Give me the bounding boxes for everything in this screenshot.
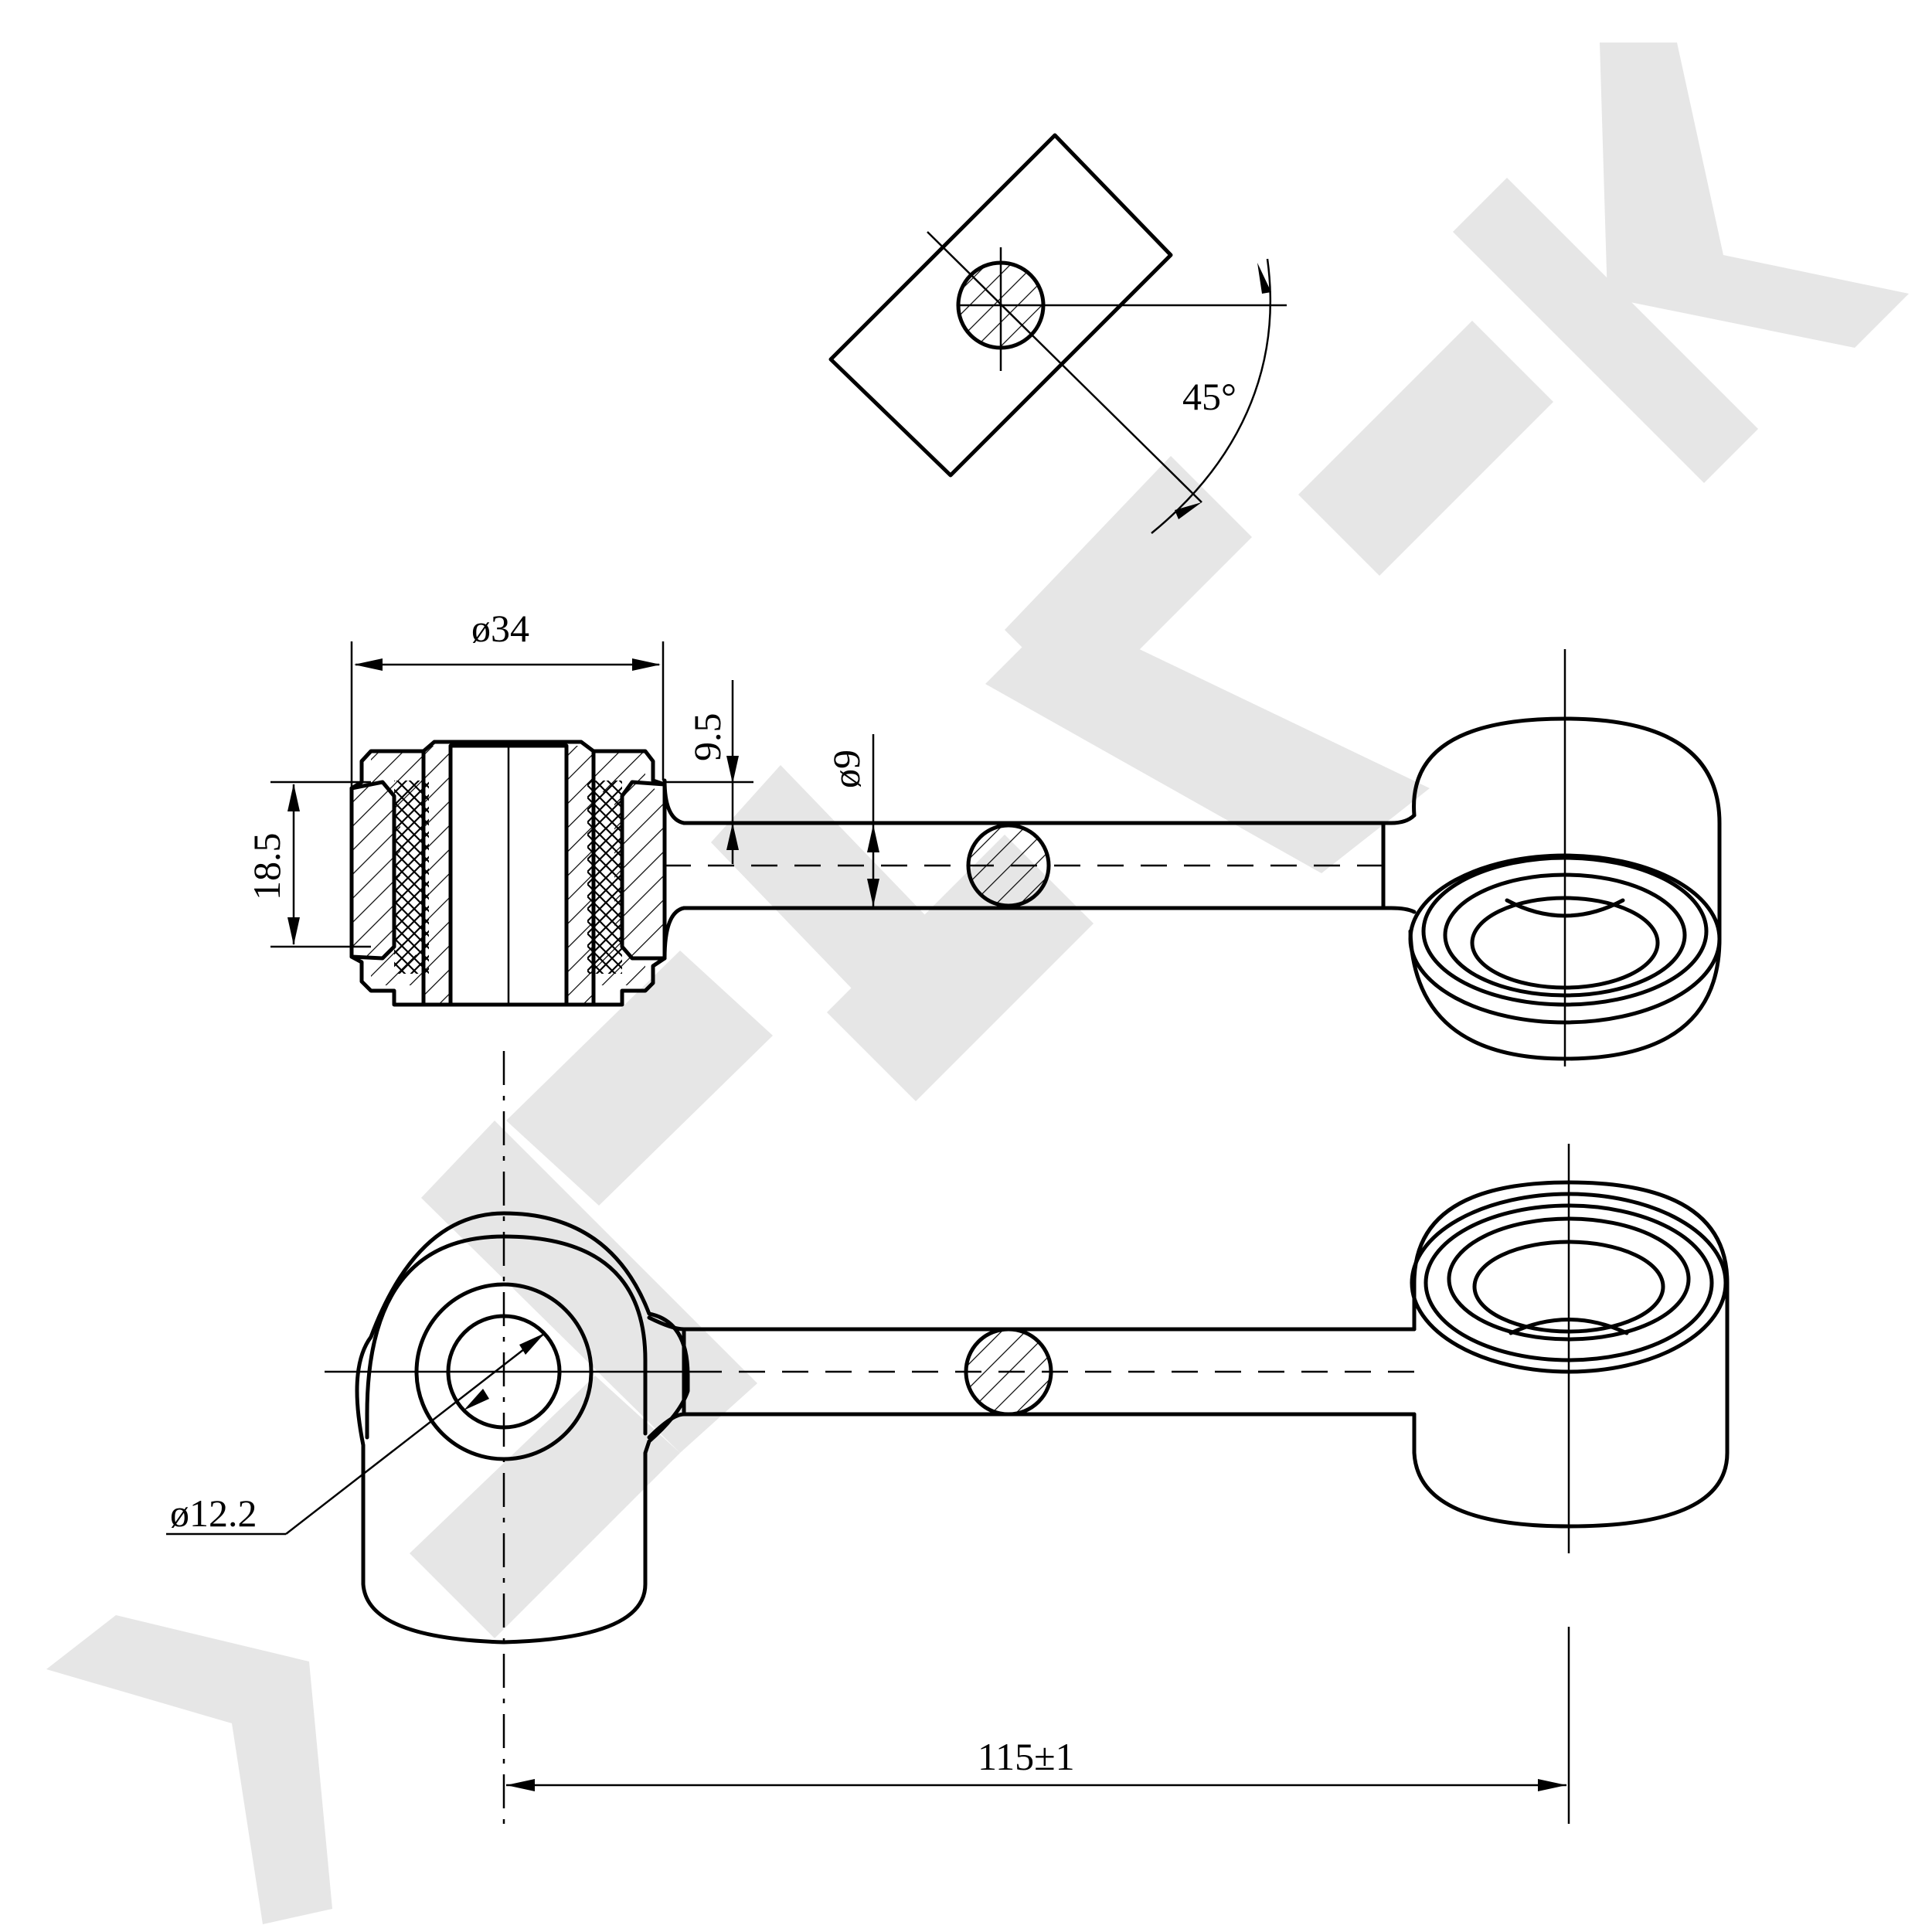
angle-arrow-bottom (1175, 502, 1202, 519)
dim-od-label: ø34 (471, 607, 529, 650)
angle-label: 45° (1182, 375, 1236, 418)
bushing-flange-lines (349, 780, 667, 961)
inner-sleeve-right-hatch (566, 746, 594, 1005)
dim-height-arrow-top (287, 784, 300, 811)
dim-offset-arrow-bottom (726, 823, 739, 850)
rod-outline (662, 778, 1417, 961)
dim-length-label: 115±1 (978, 1735, 1075, 1778)
bushing-housing-hatch (352, 751, 423, 985)
dim-rod-arrow-bottom (867, 879, 879, 906)
dim-bore-arrow-inner (464, 1389, 489, 1410)
dim-bore-arrow-outer (519, 1333, 545, 1355)
dim-offset-label: 9.5 (685, 713, 729, 762)
inner-sleeve-outline (421, 743, 596, 1007)
section-detail: 45° (828, 133, 1287, 534)
angle-arc (1151, 258, 1272, 534)
dim-offset-arrow-top (726, 756, 739, 784)
bushing-housing-hatch-right (591, 751, 665, 985)
angle-arrow-top (1257, 263, 1271, 294)
dim-height-label: 18.5 (245, 833, 288, 901)
rod-section-marker (966, 823, 1051, 908)
dim-bore-label: ø12.2 (170, 1492, 257, 1535)
dim-od-arrow-right (632, 658, 661, 671)
dim-length-arrow-left (506, 1779, 535, 1791)
dim-rod-label: ø9 (825, 750, 868, 788)
dim-length-arrow-right (1538, 1779, 1566, 1791)
dim-od-arrow-left (354, 658, 383, 671)
dim-rod-arrow-top (867, 825, 879, 852)
square-section-outline (828, 133, 1173, 478)
diagonal-centerline (927, 231, 1202, 503)
dim-bore-leader-diag (285, 1332, 546, 1535)
plan-view (325, 1051, 1730, 1824)
side-view (349, 649, 1722, 1066)
rod-plan-section-marker (964, 1327, 1053, 1417)
dimension-annotations: ø34 18.5 9.5 ø9 ø12.2 115±1 (166, 607, 1570, 1824)
rod-plan-hatch-circle (966, 1329, 1051, 1414)
dim-height-arrow-bottom (287, 917, 300, 945)
inner-sleeve-left-hatch (423, 746, 451, 1005)
rod-hatch-circle (968, 825, 1049, 906)
